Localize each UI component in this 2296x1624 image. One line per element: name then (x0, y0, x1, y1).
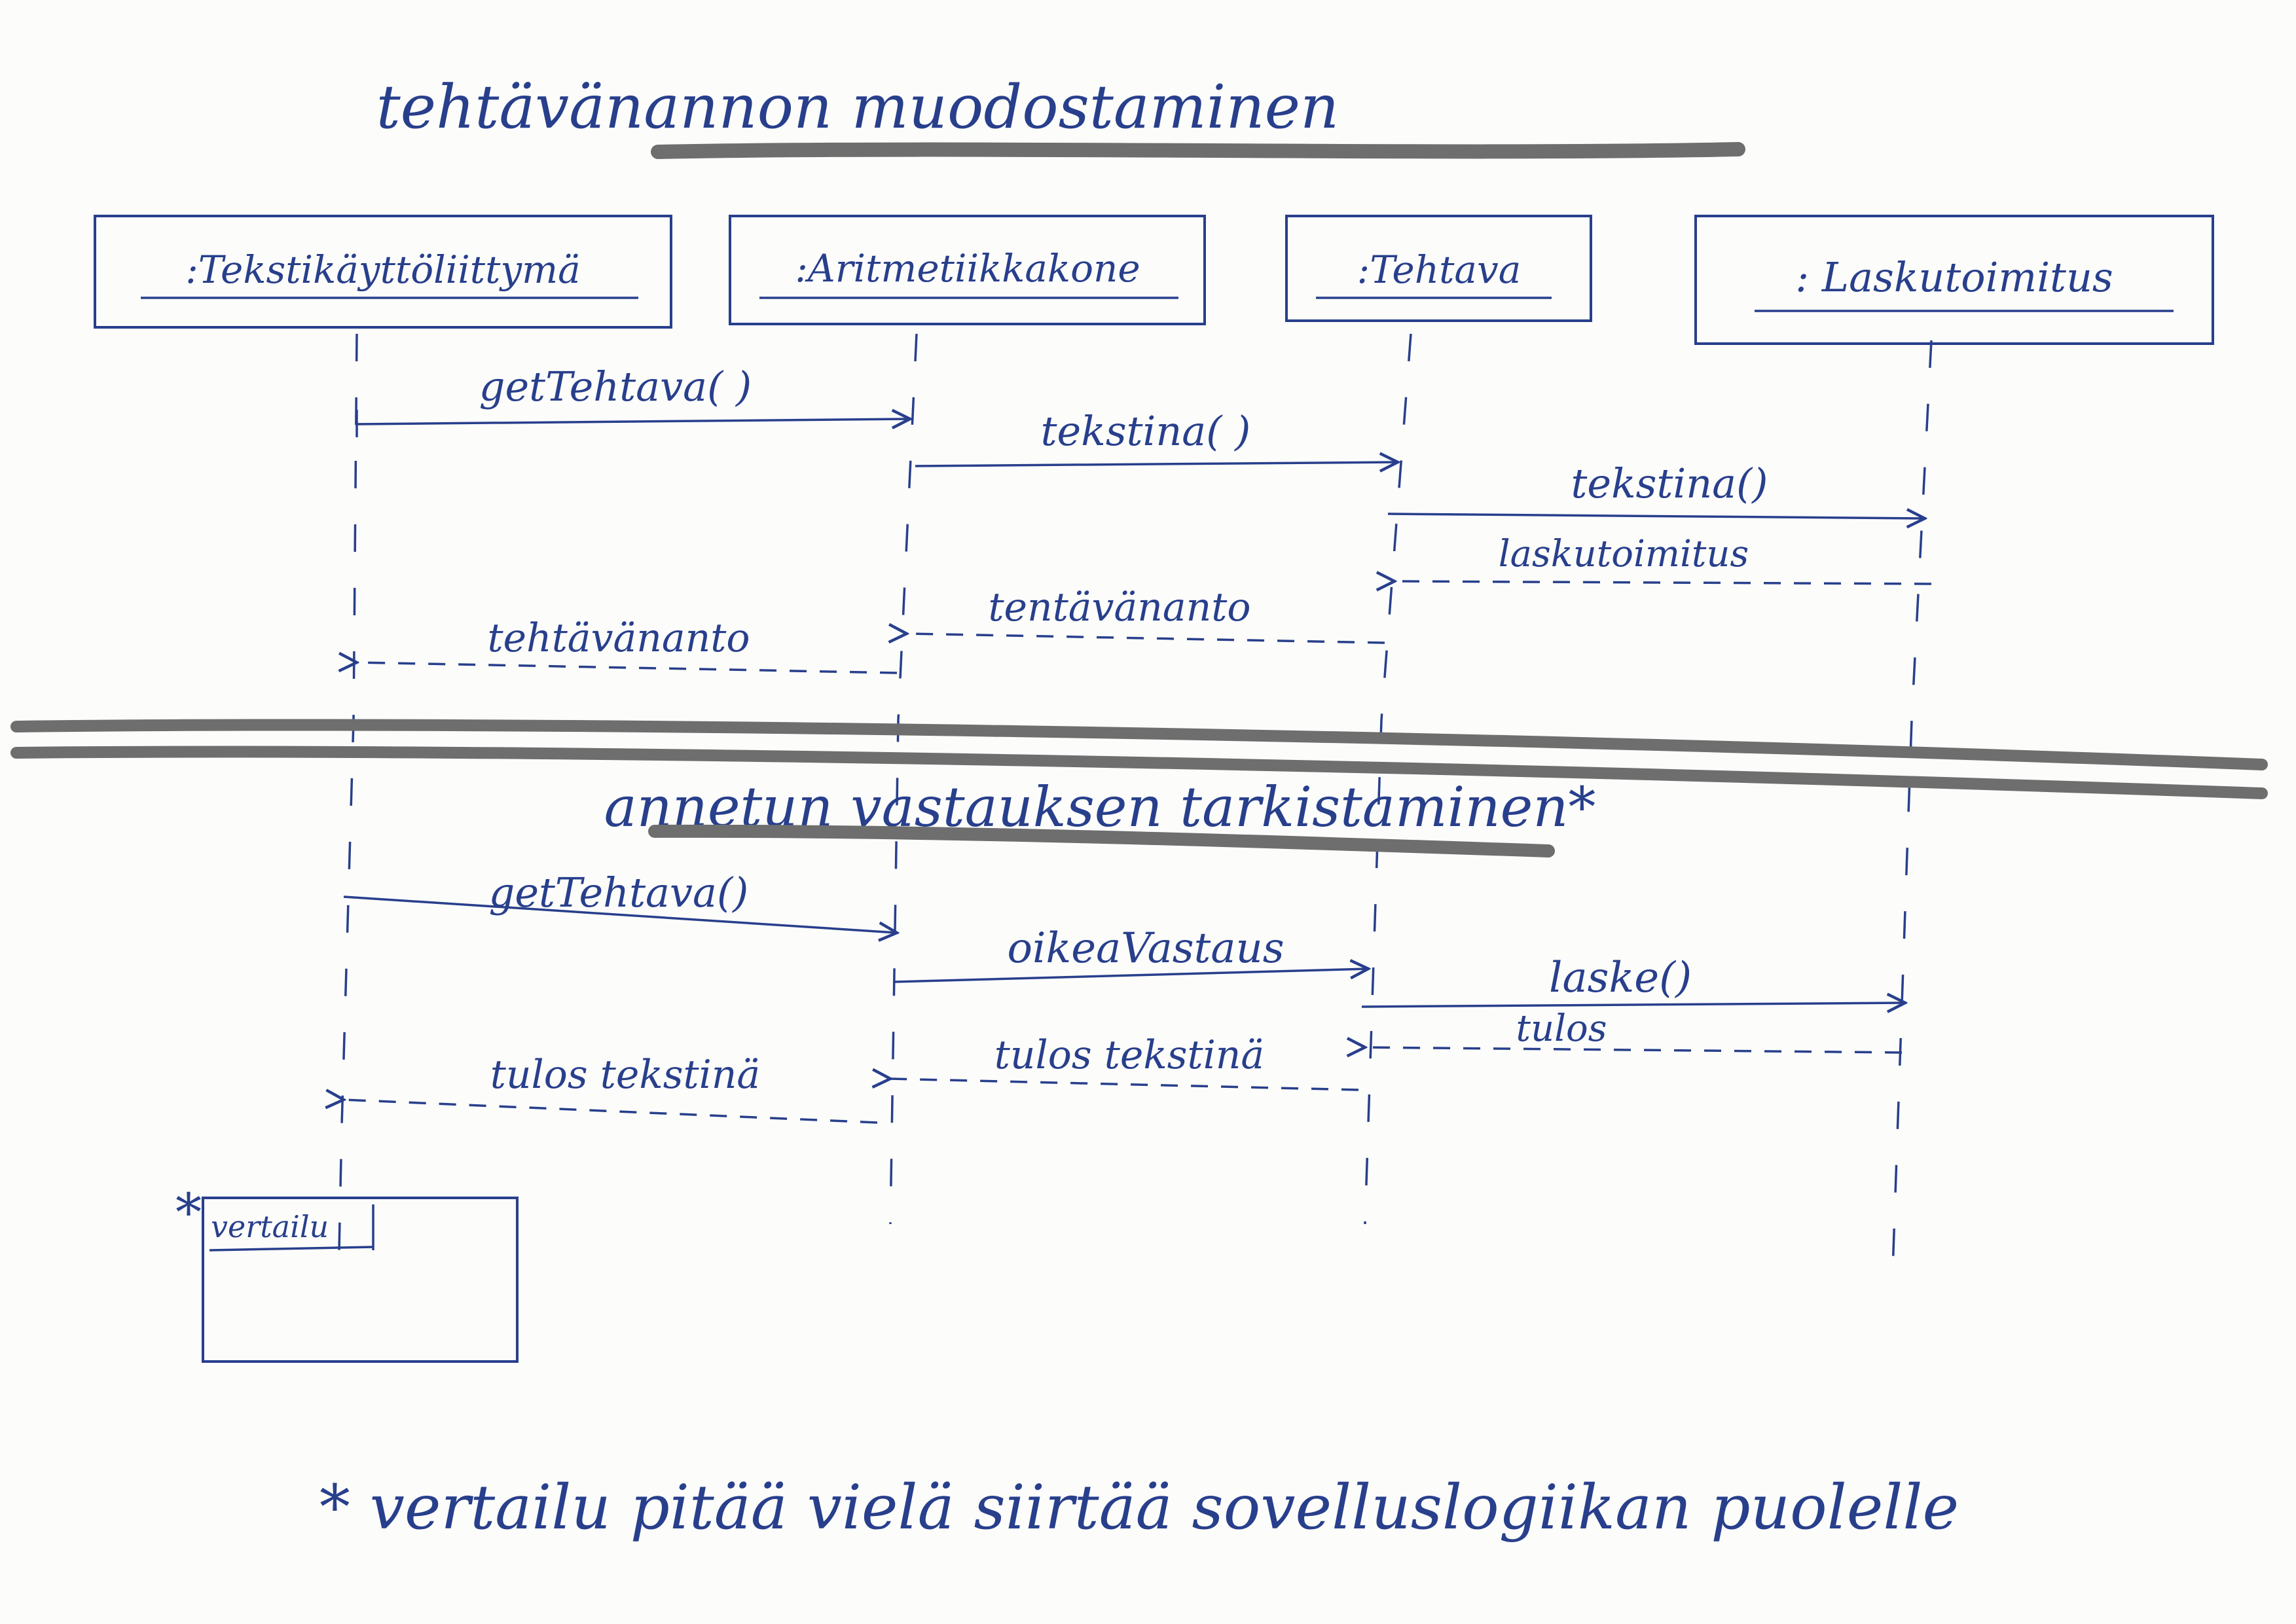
participant-laskutoimitus: : Laskutoimitus (1694, 215, 2214, 345)
participant-label: :Aritmetiikkakone (795, 246, 1140, 291)
return-tulos: tulos (1365, 1007, 1903, 1053)
message-tekstina-1: tekstina( ) (915, 407, 1398, 466)
return-tulos-tekstina-2: tulos tekstinä (344, 1052, 878, 1124)
message-label: getTehtava( ) (479, 363, 752, 410)
lifeline-laskutoimitus (1891, 340, 1933, 1290)
return-label: laskutoimitus (1499, 533, 1749, 575)
return-tehtavanantO: tehtävänanto (357, 615, 898, 674)
participant-tekstikayttoliittyma: :Tekstikäyttöliittymä (94, 215, 672, 329)
section-2-marker-underline (648, 824, 1555, 857)
lifeline-aritmetiikkakone (889, 333, 918, 1225)
section-1-title: tehtävänannon muodostaminen (376, 72, 1339, 142)
participant-label: : Laskutoimitus (1795, 253, 2113, 301)
return-tulos-tekstina-1: tulos tekstinä (890, 1032, 1359, 1091)
note-star: * (175, 1182, 202, 1243)
footnote: * vertailu pitää vielä siirtää sovellusl… (319, 1472, 1959, 1543)
message-laske: laske() (1361, 954, 1905, 1007)
message-tekstina-2: tekstina() (1387, 460, 1925, 518)
note-label: vertailu (211, 1209, 329, 1244)
section-1-marker-underline (651, 142, 1745, 159)
return-laskutoimitus: laskutoimitus (1394, 533, 1932, 584)
message-label: tekstina( ) (1041, 407, 1251, 455)
message-label: tekstina() (1571, 460, 1768, 507)
participant-label: :Tehtava (1357, 247, 1522, 292)
section-separator (10, 719, 2268, 799)
return-label: tehtävänanto (487, 615, 750, 661)
return-label: tentävänanto (988, 585, 1250, 630)
participant-tehtava: :Tehtava (1285, 215, 1592, 322)
message-label: oikeaVastaus (1007, 924, 1284, 973)
lifeline-tehtava (1364, 333, 1412, 1225)
return-label: tulos tekstinä (490, 1052, 760, 1098)
message-label: getTehtava() (489, 869, 749, 916)
message-getTehtava-1: getTehtava( ) (355, 363, 910, 437)
return-label: tulos (1516, 1007, 1607, 1050)
note-vertailu: * vertailu (175, 1182, 519, 1363)
participant-label: :Tekstikäyttöliittymä (185, 247, 580, 292)
return-label: tulos tekstinä (994, 1032, 1264, 1078)
lifelines (338, 333, 1933, 1290)
message-getTehtava-2: getTehtava() (343, 869, 897, 933)
message-oikeaVastaus: oikeaVastaus (893, 924, 1368, 983)
message-label: laske() (1549, 954, 1692, 1002)
participant-aritmetiikkakone: :Aritmetiikkakone (729, 215, 1206, 325)
lifeline-tekstikayttoliittyma (338, 333, 358, 1251)
return-tentavanantO: tentävänanto (907, 585, 1385, 644)
